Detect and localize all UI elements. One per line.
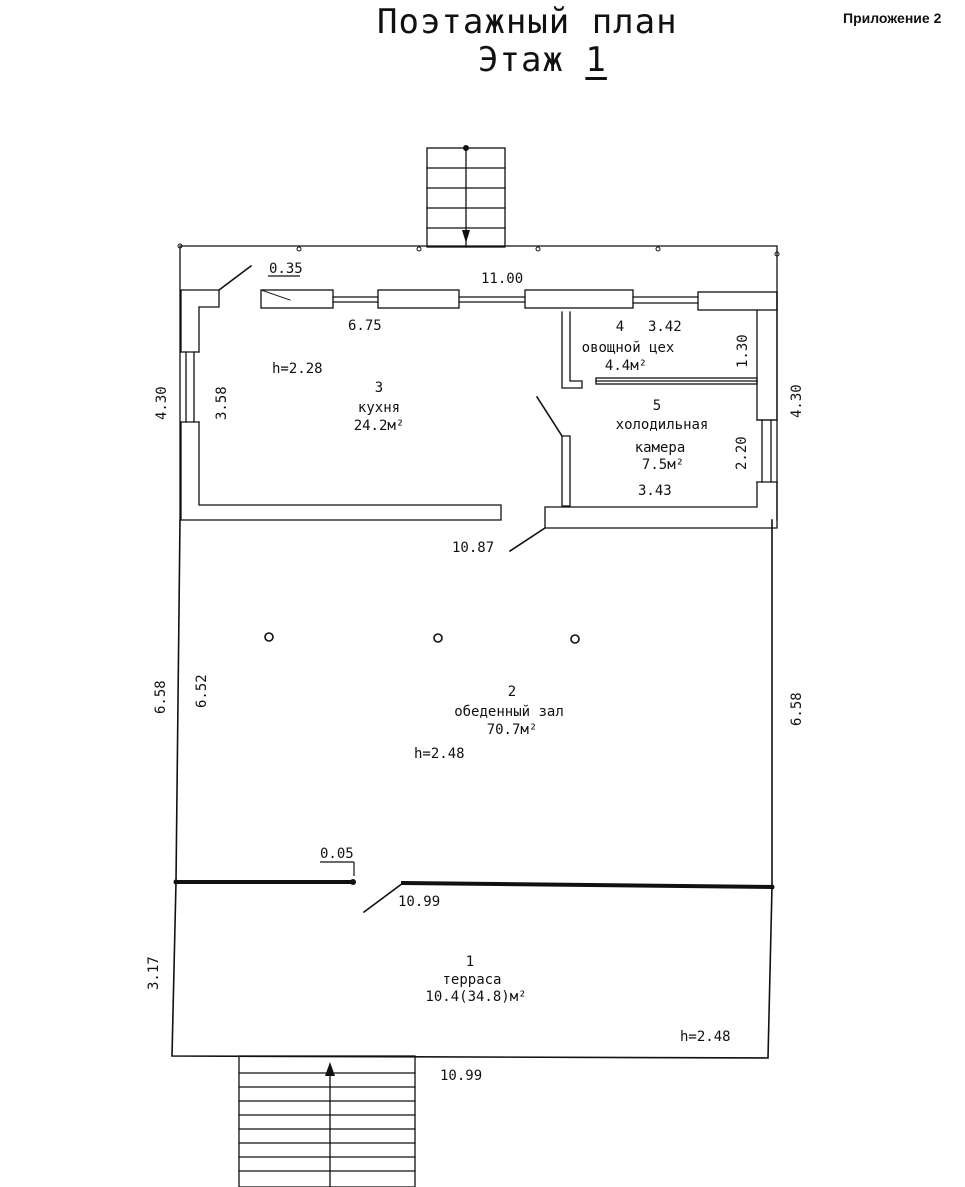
dim-room4-width: 3.42: [648, 319, 682, 335]
room-2-id: 2: [508, 684, 516, 700]
room-4-id: 4: [616, 319, 624, 335]
floor-prefix: Этаж: [478, 40, 564, 80]
dim-kitchen-width: 6.75: [348, 318, 382, 334]
dim-terrace-bottom: 10.99: [440, 1068, 482, 1084]
kitchen-walls: [180, 264, 778, 553]
room-2-height: h=2.48: [414, 746, 465, 762]
dim-left-outer-top: 4.30: [154, 386, 170, 420]
top-stair-arrow: [462, 230, 470, 243]
room-3-area: 24.2м²: [354, 418, 405, 434]
hall-corner-dot: [769, 884, 775, 890]
room-5-area: 7.5м²: [642, 457, 684, 473]
room-4-name: овощной цех: [582, 340, 675, 356]
column: [570, 634, 580, 644]
bottom-stair-arrow: [325, 1062, 335, 1076]
room-1-name: терраса: [442, 972, 501, 988]
columns: [264, 632, 580, 644]
room-5-name: холодильная: [616, 417, 709, 433]
room-1-area: 10.4(34.8)м²: [425, 989, 526, 1005]
column: [264, 632, 274, 642]
column: [433, 633, 443, 643]
boundary-markers: [177, 243, 780, 257]
hall-walls: [174, 519, 775, 914]
room-4-area: 4.4м²: [605, 358, 647, 374]
dim-partition-length: 10.87: [452, 540, 494, 556]
room-2-name: обеденный зал: [454, 704, 564, 720]
dim-top-width: 11.00: [481, 271, 523, 287]
dim-hall-right: 6.58: [789, 692, 805, 726]
room-3-id: 3: [375, 380, 383, 396]
dim-room5-depth: 2.20: [734, 436, 750, 470]
room-3-height: h=2.28: [272, 361, 323, 377]
room-2-area: 70.7м²: [487, 722, 538, 738]
dim-hall-bottom: 10.99: [398, 894, 440, 910]
plan-title: Поэтажный план: [377, 2, 678, 42]
dim-door-thickness: 0.05: [320, 846, 354, 862]
floor-number: 1: [585, 40, 607, 80]
room-5-id: 5: [653, 398, 661, 414]
dim-kitchen-depth: 3.58: [214, 386, 230, 420]
dim-wall-thickness: 0.35: [269, 261, 303, 277]
floor-label: Этаж 1: [478, 40, 607, 80]
dim-terrace-depth: 3.17: [146, 956, 162, 990]
stair-top-dot: [463, 145, 469, 151]
upper-block-outline: [179, 245, 778, 521]
room-3-name: кухня: [358, 400, 400, 416]
dim-room4-depth: 1.30: [735, 334, 751, 368]
appendix-label: Приложение 2: [843, 10, 942, 26]
dim-room5-width: 3.43: [638, 483, 672, 499]
hall-corner-dot: [173, 879, 179, 885]
dim-hall-left-outer: 6.58: [153, 680, 169, 714]
room-5-name2: камера: [635, 440, 686, 456]
dim-hall-left-inner: 6.52: [194, 674, 210, 708]
bottom-stair: [238, 1055, 416, 1187]
dim-right-outer-top: 4.30: [789, 384, 805, 418]
room-1-id: 1: [466, 954, 474, 970]
room-1-height: h=2.48: [680, 1029, 731, 1045]
terrace-outline: [171, 881, 773, 1059]
door-end-dot: [350, 879, 356, 885]
